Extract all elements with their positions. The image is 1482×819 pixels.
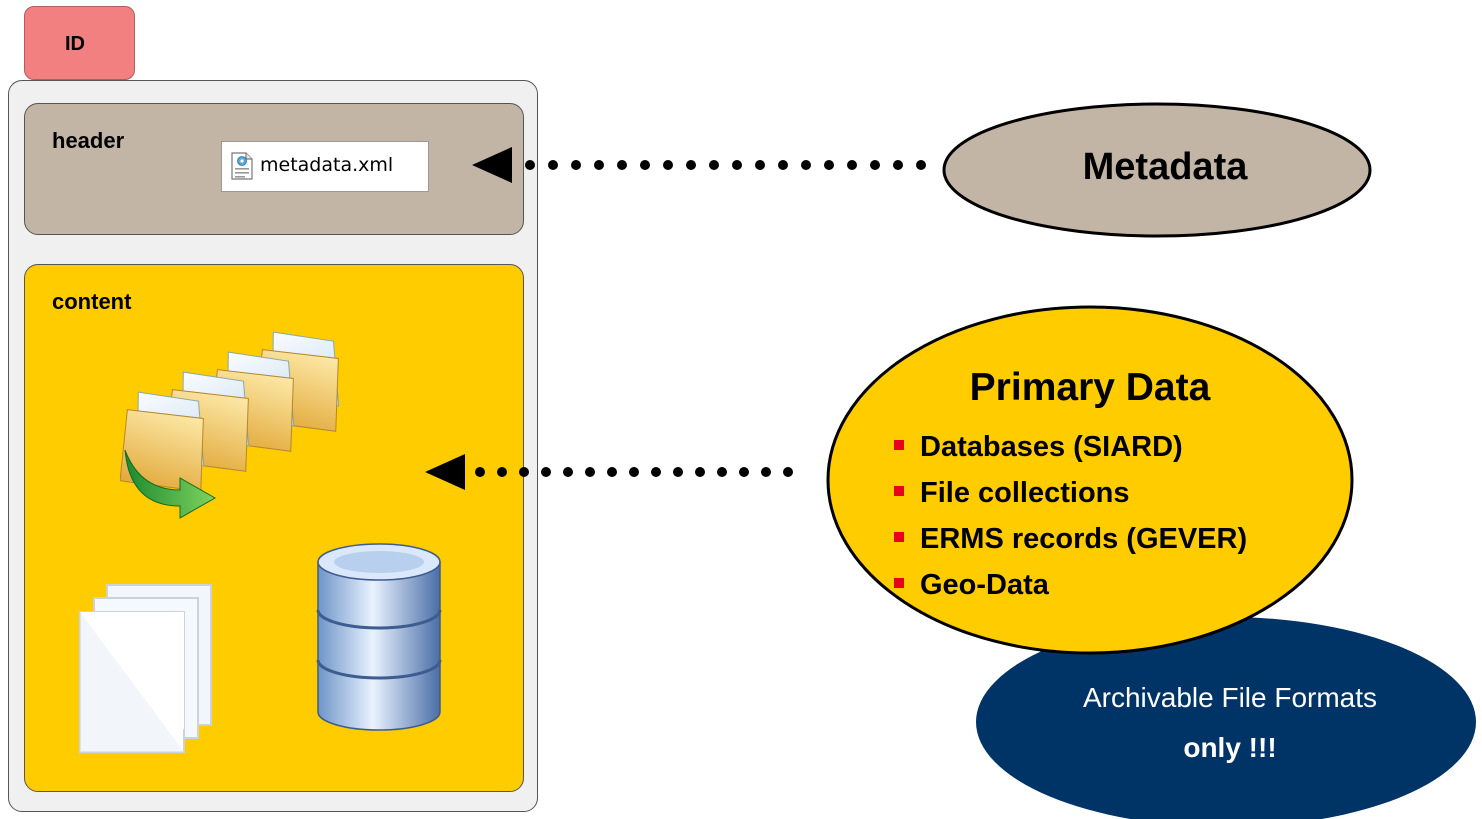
bullet-icon [894, 440, 904, 450]
metadata-connector [472, 147, 943, 183]
xml-file-icon [231, 152, 253, 180]
primary-data-list: Databases (SIARD) File collections ERMS … [892, 424, 1247, 608]
metadata-file-name: metadata.xml [260, 154, 394, 176]
metadata-ellipse [942, 102, 1372, 238]
bullet-icon [894, 578, 904, 588]
folder-stack-icon [120, 331, 340, 519]
archivable-line2: only !!! [1183, 732, 1277, 763]
header-label: header [52, 128, 125, 153]
primary-data-item: ERMS records (GEVER) [892, 516, 1247, 562]
id-tab: ID [24, 6, 135, 80]
bullet-icon [894, 532, 904, 542]
metadata-label: Metadata [1082, 146, 1248, 188]
metadata-file-badge: metadata.xml [221, 141, 429, 192]
archivable-line1: Archivable File Formats [1082, 682, 1378, 713]
bullet-icon [894, 486, 904, 496]
archivable-ellipse [976, 617, 1476, 819]
primary-data-item: File collections [892, 470, 1247, 516]
content-label: content [52, 289, 132, 314]
id-label: ID [65, 33, 85, 55]
document-stack-icon [79, 584, 212, 753]
database-icon [316, 543, 442, 731]
primary-data-arrowhead [425, 454, 465, 490]
metadata-arrowhead [472, 147, 512, 183]
green-arrow-icon [124, 449, 217, 519]
primary-data-item: Geo-Data [892, 562, 1247, 608]
primary-data-item: Databases (SIARD) [892, 424, 1247, 470]
primary-data-connector [425, 454, 813, 490]
primary-data-ellipse [826, 305, 1354, 655]
primary-data-title: Primary Data [969, 366, 1211, 409]
